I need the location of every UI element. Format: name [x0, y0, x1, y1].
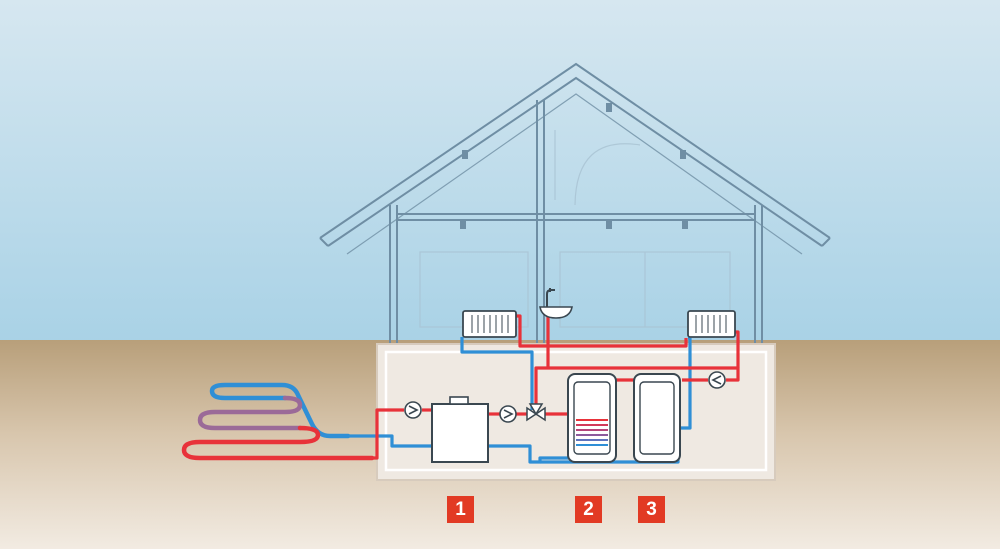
house-windows — [419, 130, 731, 328]
three-way-valve — [526, 403, 546, 422]
sky — [0, 0, 1000, 342]
label-buffer-tank: 3 — [638, 496, 665, 523]
label-heat-pump: 1 — [447, 496, 474, 523]
label-storage-tank: 2 — [575, 496, 602, 523]
house-frame — [319, 62, 831, 345]
circulation-pump — [404, 401, 422, 419]
heat-pump-unit — [431, 396, 489, 463]
circulation-pump — [708, 371, 726, 389]
sink — [539, 288, 573, 319]
radiator-left — [462, 310, 517, 338]
ground-collector — [181, 382, 375, 461]
buffer-tank — [633, 373, 681, 463]
radiator-right — [687, 310, 736, 338]
circulation-pump — [499, 405, 517, 423]
storage-tank — [567, 373, 617, 463]
